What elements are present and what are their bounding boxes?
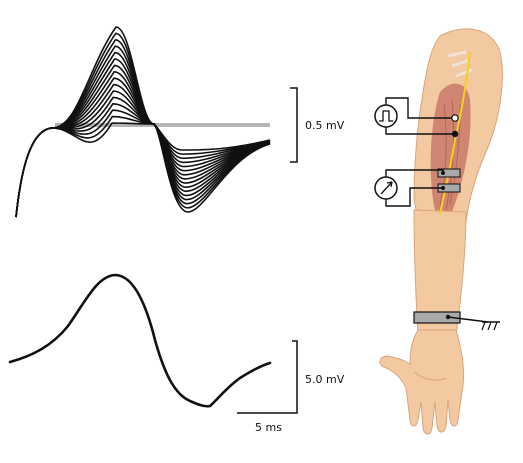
sweep-trace [15, 26, 271, 218]
square-pulse-icon [374, 104, 398, 128]
top-scale-bar [290, 87, 298, 163]
sweep-trace [15, 45, 271, 218]
stimulator [374, 97, 459, 138]
sweep-trace [15, 64, 271, 218]
meter-lead-top [385, 169, 444, 177]
average-trace [8, 273, 272, 408]
stimulator-lead-top [385, 97, 455, 119]
arm-illustration [379, 28, 503, 435]
wrist-strap [413, 311, 461, 324]
shoulder-tendons [447, 50, 473, 78]
hand [379, 329, 465, 435]
gauge-needle-head [386, 181, 393, 188]
sweep-trace [15, 70, 271, 218]
bottom-trace-panel: 5.0 mV 5 ms [8, 273, 345, 434]
bottom-scale-label: 5.0 mV [305, 373, 345, 386]
sweep-traces [15, 26, 271, 218]
stim-electrode-cathode [451, 130, 459, 138]
hand-crease [413, 371, 447, 381]
sweep-trace [15, 58, 271, 218]
square-pulse-glyph [379, 110, 393, 122]
ground-lead [447, 316, 489, 323]
top-trace-panel: 0.5 mV [15, 26, 345, 218]
sweep-trace [15, 51, 271, 218]
stimulator-lead-bottom [385, 127, 455, 135]
gauge-needle [380, 181, 393, 195]
meter-lead-bottom [385, 187, 443, 207]
bottom-scale-bar [237, 340, 298, 414]
stim-electrode-anode [451, 114, 459, 122]
time-scale-label: 5 ms [255, 421, 282, 434]
top-scale-label: 0.5 mV [305, 119, 345, 132]
recording-meter [374, 168, 461, 207]
ground-electrode [413, 311, 500, 331]
recording-electrode-1 [437, 168, 461, 178]
ground-symbol-icon [481, 321, 500, 331]
